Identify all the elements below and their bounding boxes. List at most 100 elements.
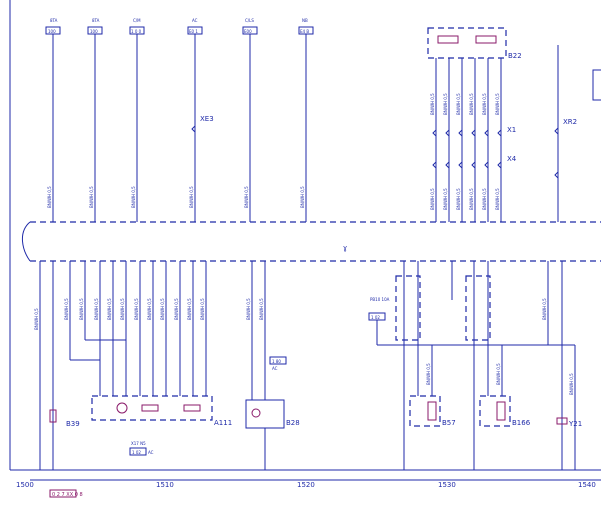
ref-left-top: X17 N5 — [131, 441, 146, 446]
right-lower-wires — [403, 261, 576, 470]
ref-left-sub: AC — [148, 450, 154, 455]
b28-sensor-icon — [251, 408, 261, 418]
right-edge-box — [592, 69, 601, 101]
b22-wires — [435, 58, 502, 222]
b39-label: B39 — [66, 420, 80, 428]
svg-text:BN/WH 0,5: BN/WH 0,5 — [430, 188, 435, 210]
x1-connector-row — [432, 129, 502, 137]
ruler-mark-1530: 1530 — [438, 481, 456, 489]
svg-text:BN/WH 0,5: BN/WH 0,5 — [174, 298, 179, 320]
svg-text:BN/WH 0,5: BN/WH 0,5 — [89, 186, 94, 208]
terminal-6-code: E4 B — [300, 29, 309, 34]
svg-text:BN/WH 0,5: BN/WH 0,5 — [496, 363, 501, 385]
svg-text:BN/WH 0,5: BN/WH 0,5 — [482, 93, 487, 115]
svg-text:BN/WH 0,5: BN/WH 0,5 — [64, 298, 69, 320]
top-terminal-5: C/LS E00 — [242, 18, 258, 222]
xr2-lower-connector — [554, 171, 559, 179]
top-terminal-6: NB E4 B — [298, 18, 314, 222]
lower-wires — [39, 261, 266, 470]
svg-text:BN/WH 0,5: BN/WH 0,5 — [430, 93, 435, 115]
top-wire-codes: BN/WH 0,5 BN/WH 0,5 BN/WH 0,5 BN/WH 0,5 … — [47, 93, 500, 210]
svg-text:BN/WH 0,5: BN/WH 0,5 — [246, 298, 251, 320]
svg-text:BN/WH 0,5: BN/WH 0,5 — [300, 186, 305, 208]
terminal-6-label: NB — [302, 18, 308, 23]
y21-label: Y21 — [568, 420, 582, 428]
svg-text:BN/WH 0,5: BN/WH 0,5 — [456, 93, 461, 115]
bus-center-mark: ɣ — [343, 244, 347, 252]
terminal-5-code: E00 — [244, 29, 252, 34]
b22-element-1 — [437, 35, 459, 44]
terminal-2-code: 100 — [90, 29, 98, 34]
top-terminal-1: 8TA 100 — [45, 18, 61, 222]
svg-text:BN/WH 0,5: BN/WH 0,5 — [542, 298, 547, 320]
terminal-1-label: 8TA — [50, 18, 58, 23]
ref-right-top: PB10 10A — [370, 297, 390, 302]
svg-text:BN/WH 0,5: BN/WH 0,5 — [79, 298, 84, 320]
b39-sensor — [49, 409, 57, 423]
a111-label: A111 — [214, 419, 232, 427]
svg-text:BN/WH 0,5: BN/WH 0,5 — [443, 93, 448, 115]
b166-label: B166 — [512, 419, 531, 427]
bus-left-bracket — [22, 221, 31, 262]
svg-text:BN/WH 0,5: BN/WH 0,5 — [456, 188, 461, 210]
x1-label: X1 — [507, 126, 516, 134]
b57-upper-dashed — [395, 275, 421, 341]
x4-connector-row — [432, 161, 502, 169]
b57-dashed-box — [409, 395, 441, 427]
svg-text:BN/WH 0,5: BN/WH 0,5 — [131, 186, 136, 208]
svg-text:BN/WH 0,5: BN/WH 0,5 — [469, 93, 474, 115]
ref-left-box — [129, 447, 147, 456]
svg-text:BN/WH 0,5: BN/WH 0,5 — [443, 188, 448, 210]
terminal-4-code: E0 1 — [189, 29, 198, 34]
a111-dashed-box — [91, 395, 213, 421]
xr2-connector-symbol — [554, 127, 559, 135]
x4-label: X4 — [507, 155, 517, 163]
ruler-stamp-box — [49, 489, 77, 498]
svg-text:BN/WH 0,5: BN/WH 0,5 — [495, 93, 500, 115]
ref-right-text: 1 02 — [371, 315, 380, 320]
b166-upper-dashed — [465, 275, 491, 341]
ref-mid-box — [269, 356, 287, 365]
svg-text:BN/WH 0,5: BN/WH 0,5 — [482, 188, 487, 210]
a111-potentiometer-2 — [183, 404, 201, 412]
b57-label: B57 — [442, 419, 456, 427]
b22-label: B22 — [508, 52, 522, 60]
ruler-mark-1520: 1520 — [297, 481, 315, 489]
svg-text:BN/WH 0,5: BN/WH 0,5 — [47, 186, 52, 208]
svg-text:BN/WH 0,5: BN/WH 0,5 — [189, 186, 194, 208]
svg-text:BN/WH 0,5: BN/WH 0,5 — [34, 308, 39, 330]
ruler-mark-1510: 1510 — [156, 481, 174, 489]
svg-text:BN/WH 0,5: BN/WH 0,5 — [94, 298, 99, 320]
svg-text:BN/WH 0,5: BN/WH 0,5 — [426, 363, 431, 385]
ruler-start: 1500 — [16, 481, 34, 489]
terminal-4-label: AC — [192, 18, 198, 23]
b22-dashed-box — [427, 27, 507, 59]
svg-text:BN/WH 0,5: BN/WH 0,5 — [120, 298, 125, 320]
xe3-connector-symbol — [191, 125, 196, 133]
y21-valve — [556, 417, 568, 425]
svg-text:BN/WH 0,5: BN/WH 0,5 — [469, 188, 474, 210]
svg-text:BN/WH 0,5: BN/WH 0,5 — [259, 298, 264, 320]
svg-text:BN/WH 0,5: BN/WH 0,5 — [107, 298, 112, 320]
terminal-5-label: C/LS — [245, 18, 254, 23]
b166-element — [496, 401, 506, 421]
terminal-1-code: 100 — [48, 29, 56, 34]
svg-text:BN/WH 0,5: BN/WH 0,5 — [134, 298, 139, 320]
ruler-stamp-text: 0 2 7 XX 0 8 — [52, 492, 83, 498]
top-terminal-4: AC E0 1 — [187, 18, 203, 222]
b22-element-2 — [475, 35, 497, 44]
a111-motor-icon — [116, 402, 128, 414]
svg-text:BN/WH 0,5: BN/WH 0,5 — [147, 298, 152, 320]
a111-potentiometer-1 — [141, 404, 159, 412]
svg-text:BN/WH 0,5: BN/WH 0,5 — [244, 186, 249, 208]
svg-text:BN/WH 0,5: BN/WH 0,5 — [200, 298, 205, 320]
lower-wire-codes: BN/WH 0,5 BN/WH 0,5 BN/WH 0,5 BN/WH 0,5 … — [34, 298, 574, 395]
ref-left-text: 1 02 — [132, 450, 141, 455]
terminal-3-label: C/M — [133, 18, 141, 23]
b57-element — [427, 401, 437, 421]
b28-label: B28 — [286, 419, 300, 427]
terminal-3-code: 1 0 0 — [131, 29, 142, 34]
terminal-2-label: 8TA — [92, 18, 100, 23]
